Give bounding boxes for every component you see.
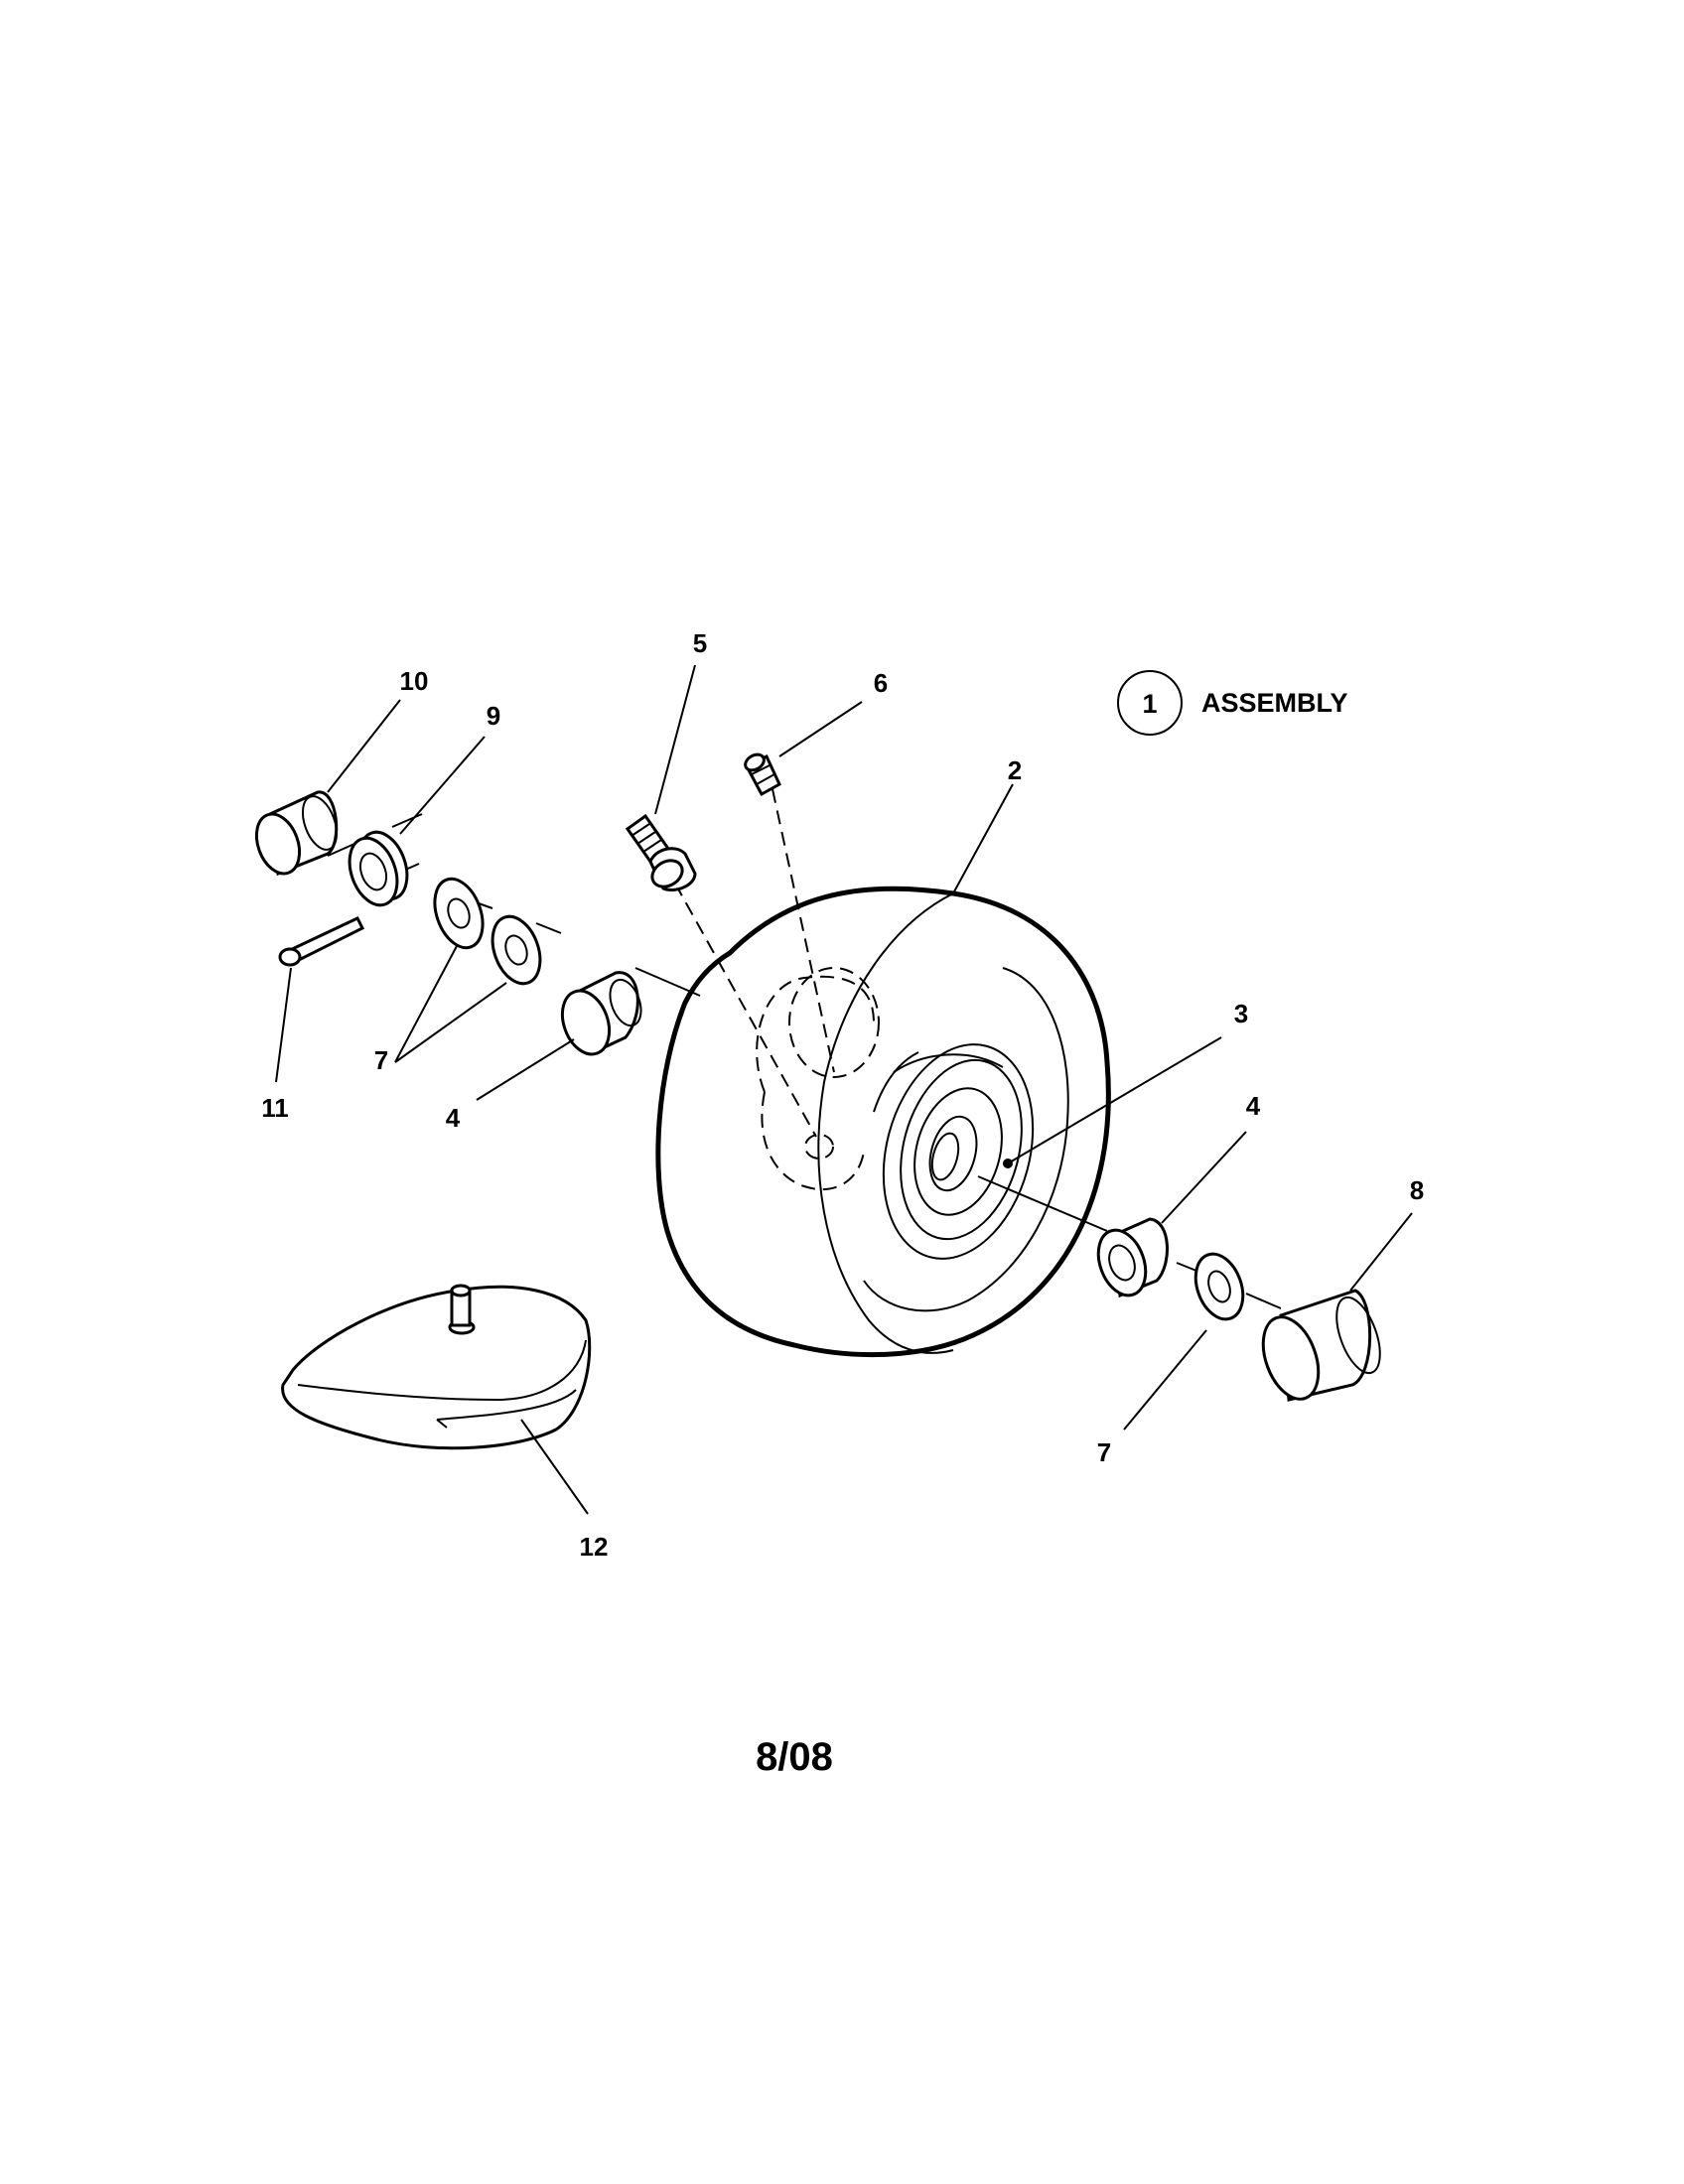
assembly-legend: 1 ASSEMBLY xyxy=(1117,670,1348,736)
revision-date: 8/08 xyxy=(756,1735,833,1779)
washer-left-inner xyxy=(491,914,542,986)
legend-circle xyxy=(1117,670,1183,736)
washer-right xyxy=(1193,1252,1245,1321)
callout-8: 8 xyxy=(1410,1175,1424,1205)
cotter-pin xyxy=(278,916,365,967)
callout-7-left: 7 xyxy=(374,1045,388,1075)
tire xyxy=(655,886,1111,1358)
valve-stem-axis-dashed xyxy=(772,788,835,1073)
spacer-right xyxy=(1096,1217,1169,1298)
callout-11: 11 xyxy=(261,1093,289,1123)
inner-tube xyxy=(281,1284,592,1450)
rear-hub-hidden xyxy=(756,967,880,1191)
callout-5: 5 xyxy=(693,628,707,658)
spacer-left xyxy=(560,971,642,1056)
washer-left-outer xyxy=(433,877,485,950)
hub-cap-left xyxy=(254,790,339,877)
legend-number: 1 xyxy=(1142,689,1157,719)
hub-cap-right xyxy=(1261,1289,1381,1402)
callout-3: 3 xyxy=(1234,999,1248,1028)
bolt xyxy=(625,813,697,891)
leader-lines xyxy=(275,664,1413,1515)
wheel-rim xyxy=(873,1043,1035,1260)
callout-6: 6 xyxy=(874,668,888,698)
callout-4-right: 4 xyxy=(1246,1091,1261,1121)
bearing-left xyxy=(348,830,409,907)
callout-7-right: 7 xyxy=(1097,1437,1111,1467)
callout-4-left: 4 xyxy=(446,1103,461,1133)
callout-2: 2 xyxy=(1008,755,1022,785)
callout-10: 10 xyxy=(400,666,429,696)
callout-12: 12 xyxy=(580,1532,609,1562)
bolt-axis-dashed xyxy=(674,883,817,1138)
callout-9: 9 xyxy=(487,701,500,731)
valve-stem xyxy=(744,752,781,797)
legend-text: ASSEMBLY xyxy=(1201,688,1348,718)
